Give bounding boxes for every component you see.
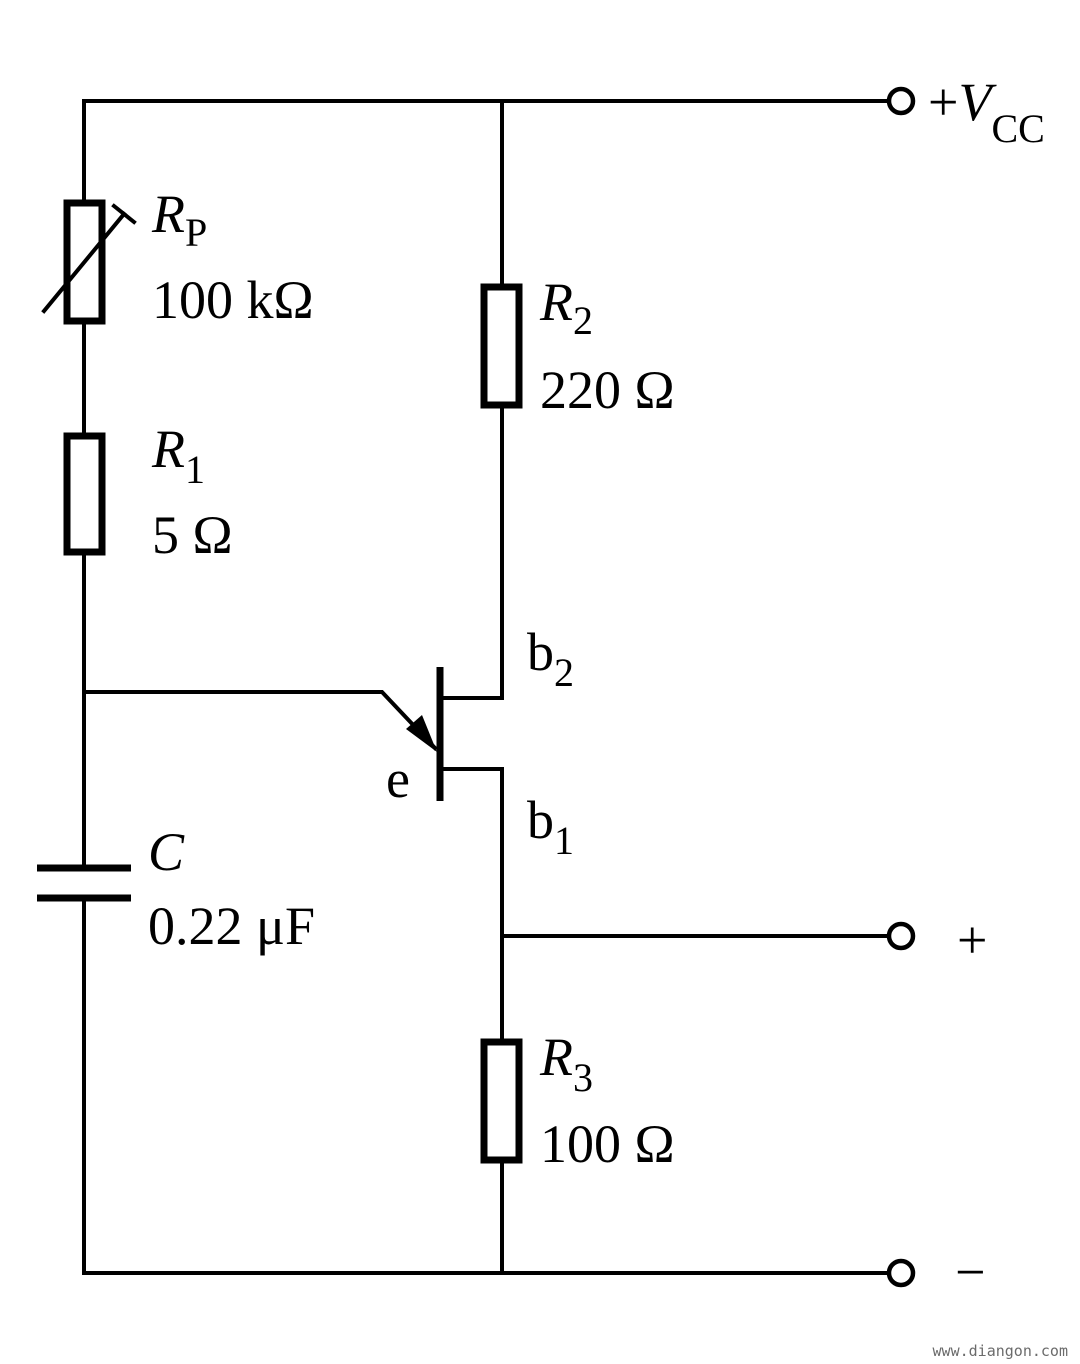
r2-symbol-label: R2 <box>539 272 593 343</box>
ujt-emitter-label: e <box>386 749 410 809</box>
vcc-label: +VCC <box>928 72 1045 151</box>
resistor-r2 <box>480 283 523 409</box>
resistor-r1 <box>63 432 106 556</box>
output-minus-terminal <box>886 1258 916 1288</box>
emitter-arrow-icon <box>406 715 437 752</box>
resistor-r3 <box>480 1038 523 1164</box>
output-plus-label: + <box>957 910 987 970</box>
emitter-wire <box>82 690 438 751</box>
r3-value-label: 100 Ω <box>540 1114 675 1174</box>
capacitor-symbol-label: C <box>148 822 185 882</box>
rp-value-label: 100 kΩ <box>152 270 314 330</box>
right-branch-wire-r2-b2 <box>441 403 504 700</box>
ujt-b2-label: b2 <box>527 622 574 695</box>
rp-adjust-arrow-head <box>111 203 137 225</box>
r1-symbol-label: R1 <box>151 419 205 492</box>
r1-value-label: 5 Ω <box>152 505 233 565</box>
potentiometer-rp <box>41 199 137 325</box>
capacitor-c <box>37 864 131 902</box>
right-branch-wire-b1-r3 <box>441 767 504 1044</box>
r2-value-label: 220 Ω <box>540 360 675 420</box>
output-minus-label: − <box>955 1242 985 1302</box>
watermark-text: www.diangon.com <box>933 1342 1068 1360</box>
output-plus-terminal <box>886 921 916 951</box>
r3-symbol-label: R3 <box>539 1027 593 1100</box>
ujt-b1-label: b1 <box>527 790 574 863</box>
unijunction-transistor <box>406 667 444 801</box>
wires <box>82 99 890 1275</box>
capacitor-value-label: 0.22 μF <box>148 896 315 956</box>
rp-symbol-label: RP <box>151 184 207 255</box>
rp-adjust-arrow <box>41 211 127 314</box>
vcc-terminal <box>886 86 916 116</box>
